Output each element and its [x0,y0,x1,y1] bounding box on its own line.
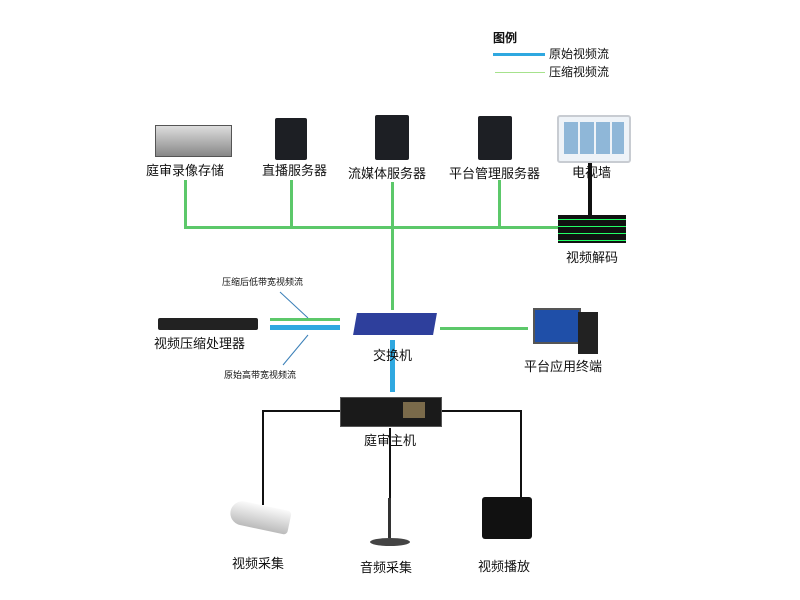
storage-icon [155,125,232,157]
compressor-label: 视频压缩处理器 [154,337,246,352]
tv-wall-label: 电视墙 [572,166,612,181]
compressed-stream-line [270,318,340,321]
link-audio [389,428,391,498]
raw-stream-line [270,325,340,330]
legend-raw-line [493,53,545,56]
host-icon [340,397,442,427]
terminal-tower-icon [578,312,598,354]
legend-compressed-line [495,72,545,73]
switch-icon [353,313,437,335]
compressed-bus-line [184,226,562,229]
audio-label: 音频采集 [360,561,413,576]
legend-title: 图例 [493,31,518,45]
platform-server-icon [478,116,512,160]
storage-label: 庭审录像存储 [146,164,225,179]
pointer-raw [282,334,309,366]
link-platform-server [498,180,501,228]
link-camera-h [262,410,340,412]
link-display-h [440,410,522,412]
camera-label: 视频采集 [232,557,285,572]
decoder-label: 视频解码 [566,251,619,266]
streaming-server-label: 流媒体服务器 [348,167,427,182]
link-terminal [440,327,528,330]
display-icon [482,497,532,539]
tv-wall-icon [557,115,631,163]
legend-raw-label: 原始视频流 [549,47,610,61]
compressor-icon [158,318,258,330]
pointer-compressed [279,291,309,319]
microphone-icon [370,498,410,548]
link-tv-wall [588,160,592,216]
platform-server-label: 平台管理服务器 [449,167,541,182]
host-label: 庭审主机 [364,434,417,449]
link-storage [184,180,187,228]
streaming-server-icon [375,115,409,160]
link-camera-v [262,410,264,505]
live-server-icon [275,118,307,160]
annotation-compressed: 压缩后低带宽视频流 [222,278,304,288]
legend-compressed-label: 压缩视频流 [549,65,610,79]
link-switch-up [391,182,394,310]
switch-label: 交换机 [373,349,413,364]
annotation-raw: 原始高带宽视频流 [224,371,297,381]
decoder-icon [558,215,626,243]
live-server-label: 直播服务器 [262,164,328,179]
link-host-switch [390,340,395,392]
link-live-server [290,180,293,228]
link-display-v [520,410,522,498]
terminal-label: 平台应用终端 [524,360,603,375]
terminal-icon [533,308,581,344]
display-label: 视频播放 [478,560,531,575]
